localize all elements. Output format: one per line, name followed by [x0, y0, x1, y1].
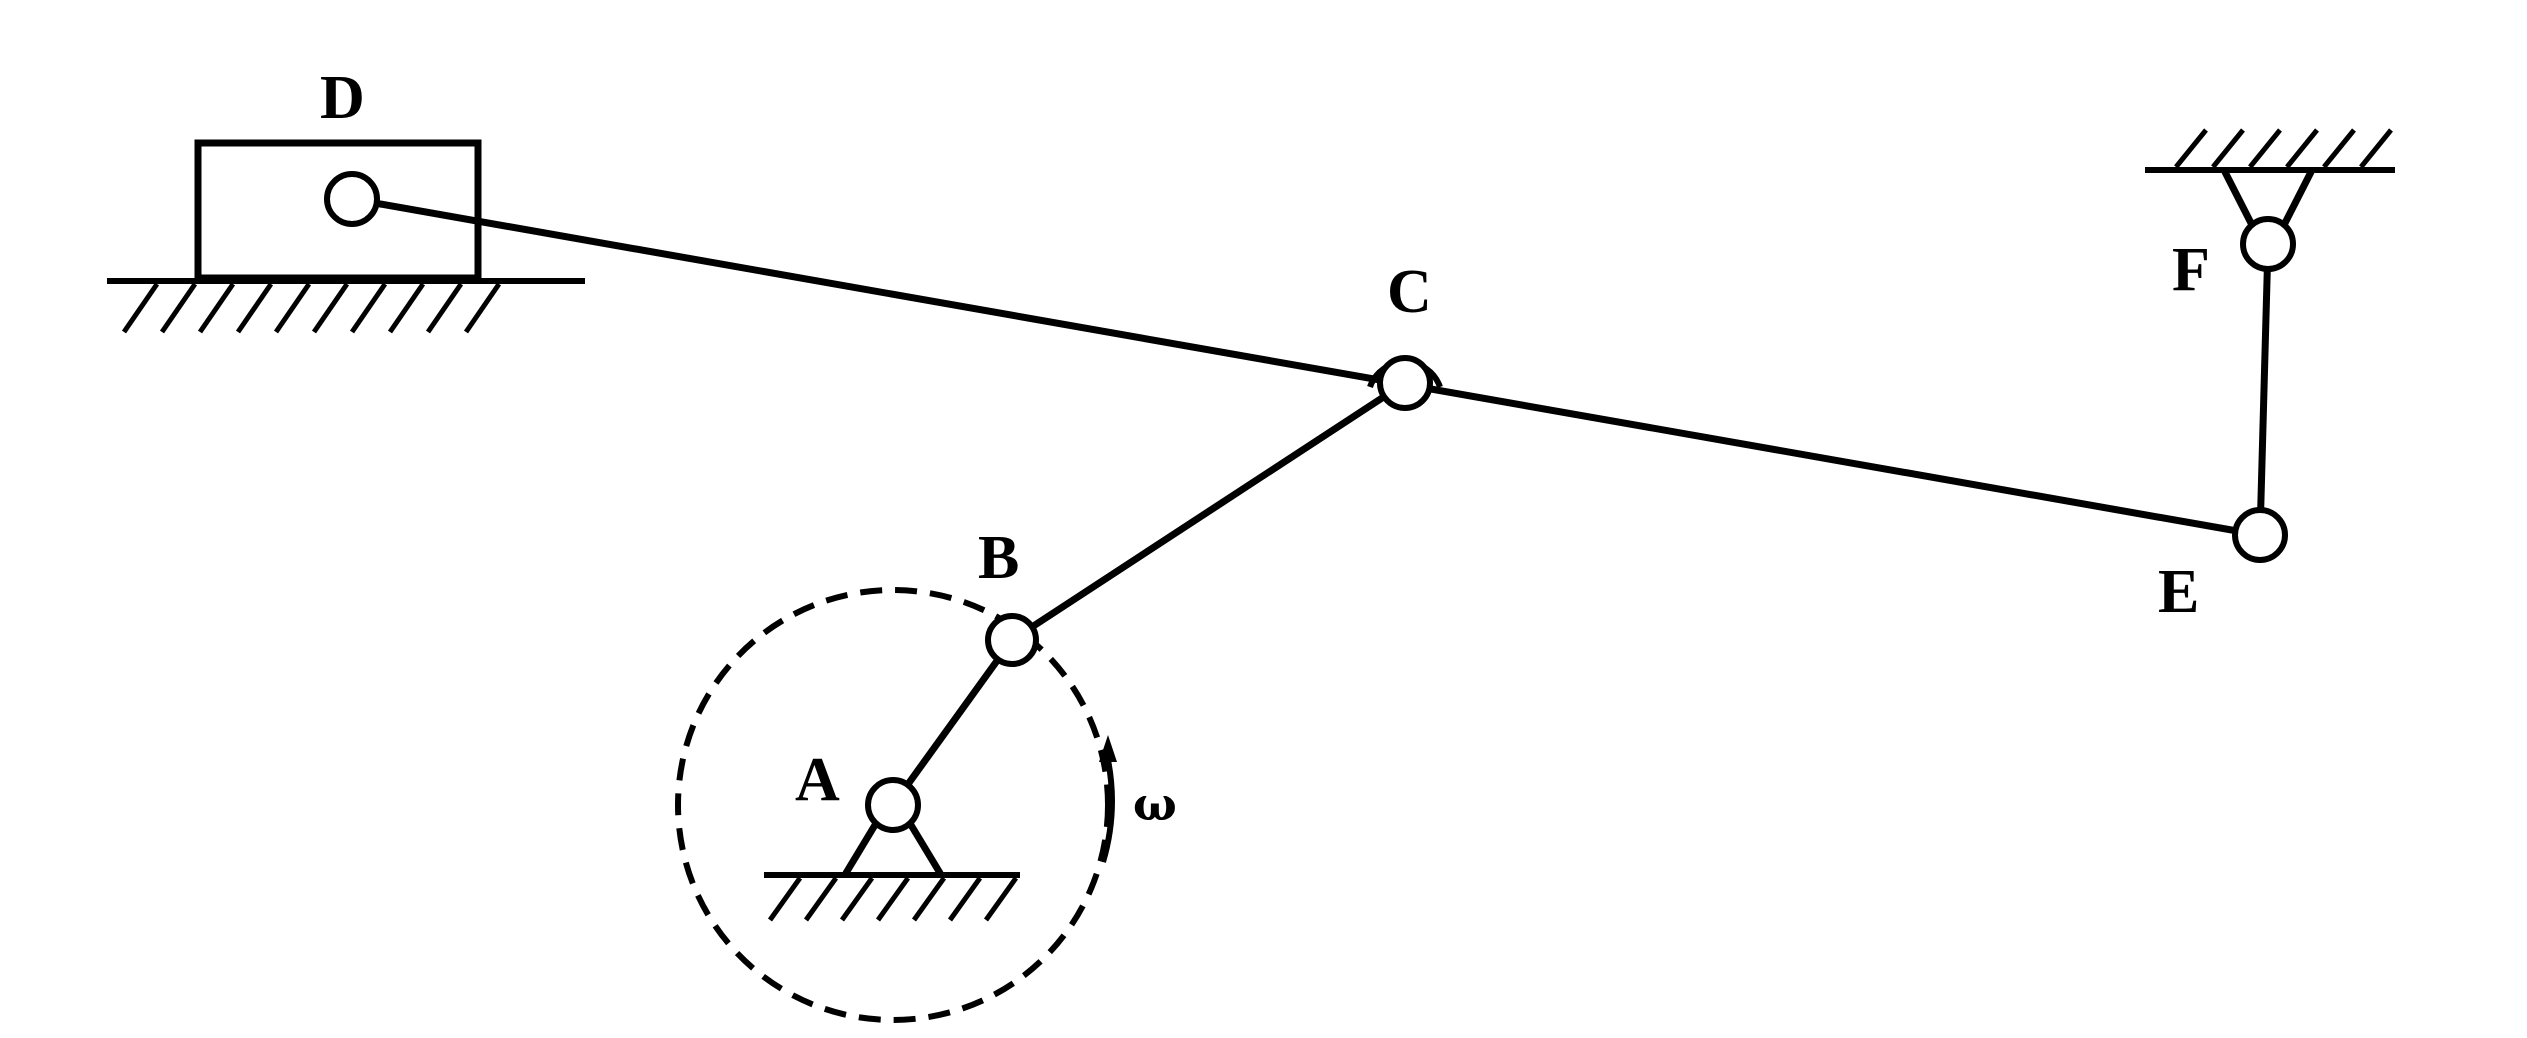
joint-d: [324, 171, 380, 227]
label-e: E: [2158, 558, 2199, 626]
label-b: B: [978, 524, 1019, 592]
slider-ground-d: [107, 278, 585, 334]
link-b-c: [1008, 379, 1409, 644]
omega-arrow-icon: [1099, 735, 1117, 863]
link-a-b: [889, 636, 1016, 809]
link-e-f: [2256, 240, 2272, 539]
crank-path-circle: [675, 587, 1111, 1023]
pivot-support-a: [764, 821, 1020, 922]
link-d-e: [348, 195, 2264, 539]
label-c: C: [1387, 258, 1432, 326]
label-omega: ω: [1133, 777, 1177, 831]
joint-f: [2240, 216, 2296, 272]
joint-c: [1377, 355, 1433, 411]
label-a: A: [795, 746, 840, 814]
joint-e: [2232, 507, 2288, 563]
label-f: F: [2172, 236, 2210, 304]
label-d: D: [320, 64, 365, 132]
joint-a: [865, 777, 921, 833]
slider-block-d: [194, 139, 482, 282]
pivot-support-f: [2145, 128, 2395, 229]
joint-b: [985, 613, 1039, 667]
